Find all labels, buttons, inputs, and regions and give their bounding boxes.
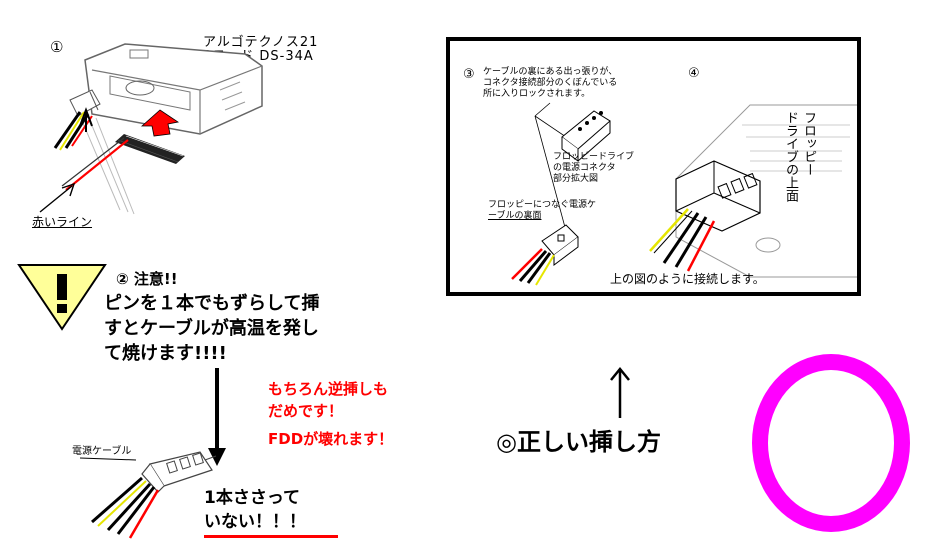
panel3-number: ③	[463, 67, 475, 82]
warning-line2: すとケーブルが高温を発し	[104, 318, 319, 339]
panel3-note2: コネクタ接続部分のくぼんでいる	[483, 78, 618, 88]
misaligned-connector-sketch	[80, 451, 217, 539]
warning-line1: ピンを１本でもずらして挿	[104, 293, 320, 314]
bad-example-line1: 1本ささって	[204, 488, 300, 508]
drive-top-label2: ドライブの上面	[783, 111, 798, 202]
connect-caption: 上の図のように接続します。	[610, 272, 765, 286]
zoom-label3: 部分拡大図	[553, 174, 599, 184]
floppy-drive-sketch	[39, 43, 263, 215]
cable-back-label2: ーブルの裏面	[488, 211, 542, 221]
correct-ring-icon	[752, 354, 910, 532]
panel3-note1: ケーブルの裏にある出っ張りが、	[483, 67, 618, 77]
warning-title: ② 注意!!	[116, 270, 178, 288]
down-arrow-icon	[208, 368, 226, 466]
panel3-note3: 所に入りロックされます。	[483, 89, 591, 99]
connector-diagrams	[511, 102, 857, 286]
correct-diagram-frame: ③ ケーブルの裏にある出っ張りが、 コネクタ接続部分のくぼんでいる 所に入りロッ…	[446, 37, 861, 296]
red-underline	[204, 535, 338, 538]
up-arrow-icon	[610, 367, 630, 418]
bad-example-line2: いない！！！	[204, 512, 306, 532]
red-line-label: 赤いライン	[32, 215, 93, 229]
warning-triangle-icon	[17, 264, 107, 331]
red-note-line1: もちろん逆挿しも	[268, 380, 389, 398]
drive-top-label1: フロッピー	[801, 111, 816, 176]
red-note-line3: FDDが壊れます！	[268, 430, 394, 448]
zoom-label1: フロッピードライブ	[553, 152, 635, 162]
red-note-line2: だめです！	[268, 402, 344, 420]
correct-method-label: ◎正しい挿し方	[496, 428, 661, 456]
panel1-model-line1: アルゴテクノス21	[203, 35, 319, 50]
warning-line3: て焼けます!!!!	[104, 343, 227, 364]
zoom-label2: の電源コネクタ	[553, 163, 616, 173]
cable-back-label1: フロッピーにつなぐ電源ケ	[488, 200, 597, 210]
power-cable-label: 電源ケーブル	[72, 446, 132, 457]
panel1-number: ①	[50, 38, 64, 56]
panel4-number: ④	[688, 66, 700, 81]
